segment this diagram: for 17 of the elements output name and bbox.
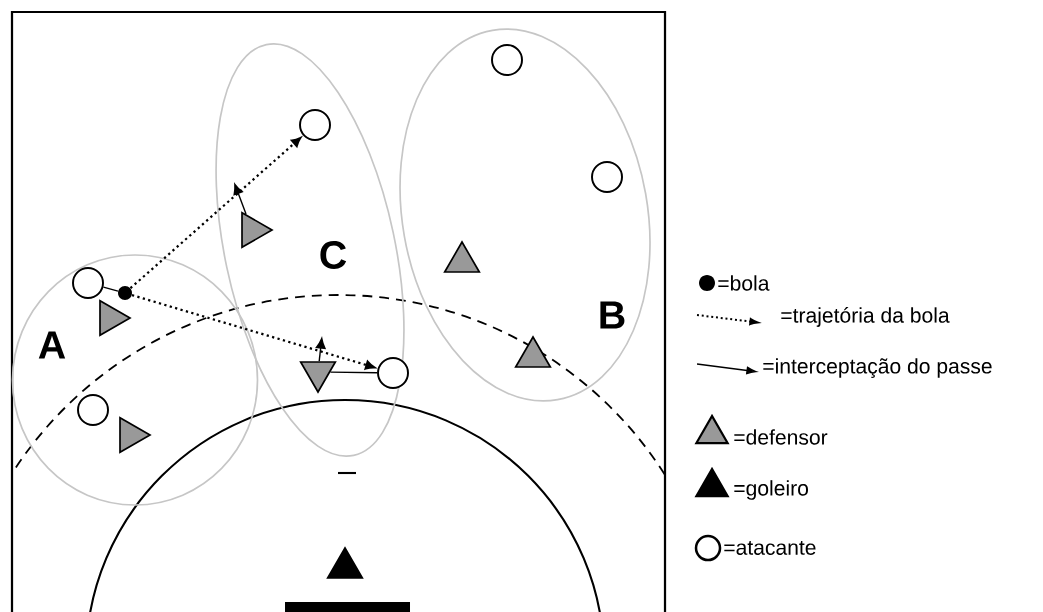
connector-line xyxy=(102,286,119,292)
player-circle xyxy=(72,267,104,299)
legend-entry: =interceptação do passe xyxy=(696,358,992,378)
ball-dot xyxy=(118,286,132,300)
legend-entry: =atacante xyxy=(694,534,816,562)
interception-arrow xyxy=(315,337,326,362)
player-circle xyxy=(299,109,331,141)
trajectory-arrow xyxy=(129,137,302,290)
player-circle xyxy=(377,357,409,389)
interception-arrow xyxy=(233,183,247,215)
player-circle xyxy=(591,161,623,193)
legend-entry: =trajetória da bola xyxy=(696,307,950,327)
connector-line xyxy=(329,371,378,374)
legend-entry: =bola xyxy=(699,275,770,291)
player-circle xyxy=(77,394,109,426)
trajectory-arrow xyxy=(131,294,376,370)
player-circle xyxy=(491,44,523,76)
